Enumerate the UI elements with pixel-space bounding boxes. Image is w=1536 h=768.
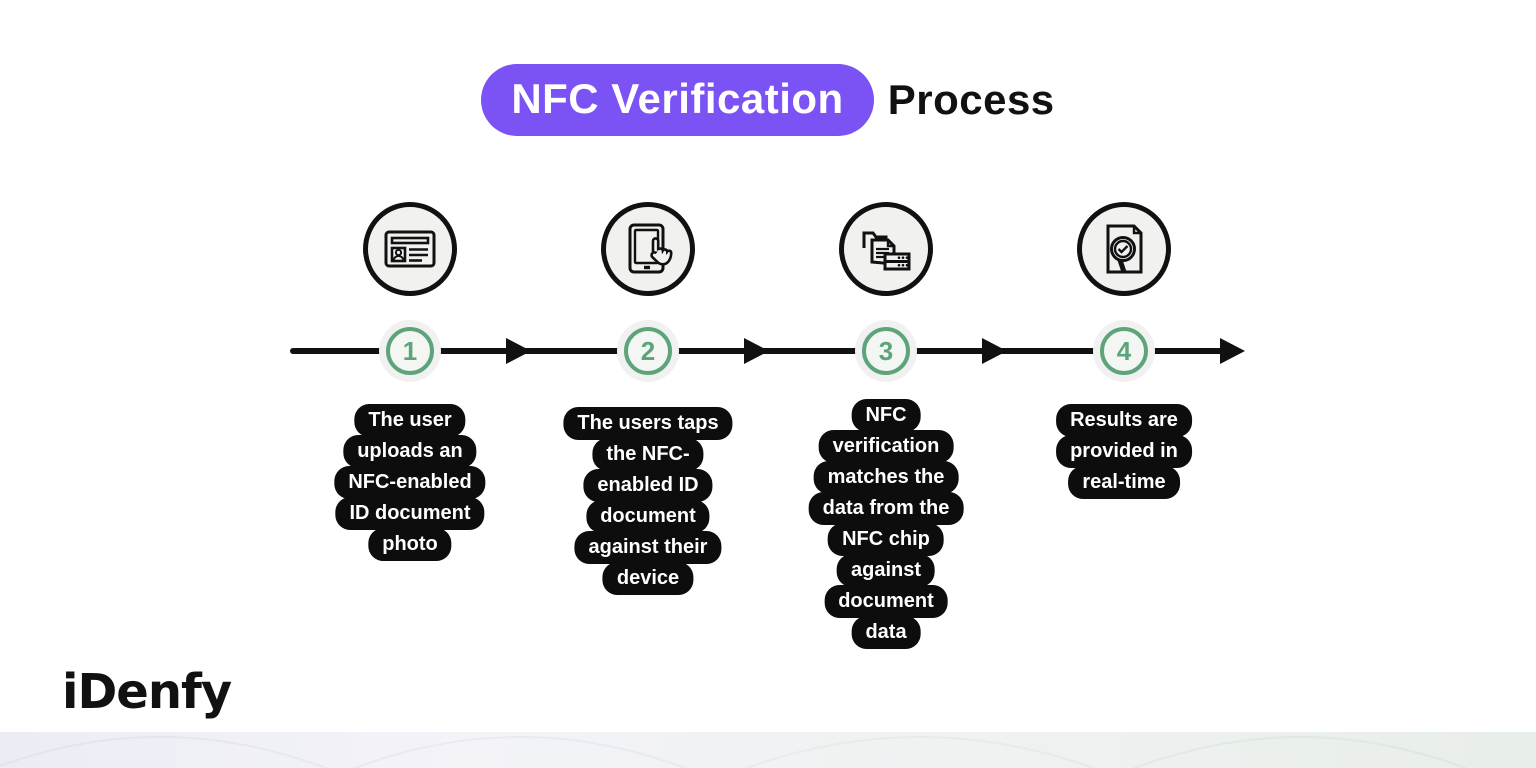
bottom-decorative-strip [0, 732, 1536, 768]
timeline-arrow-4 [1220, 338, 1245, 364]
bubble-line: NFC chip [828, 523, 944, 556]
step-3-icon-circle [839, 202, 933, 296]
timeline-arrow-3 [982, 338, 1007, 364]
step-2-number: 2 [624, 327, 672, 375]
step-3-description-bubble: NFC verification matches the data from t… [808, 399, 964, 649]
title-rest-text: Process [887, 76, 1055, 123]
step-4-number-badge: 4 [1093, 320, 1155, 382]
step-1-number: 1 [386, 327, 434, 375]
timeline-arrow-2 [744, 338, 769, 364]
bubble-line: photo [368, 528, 452, 561]
timeline-arrow-1 [506, 338, 531, 364]
bubble-line: The users taps [563, 407, 733, 440]
step-4-icon-circle [1077, 202, 1171, 296]
bubble-line: document [586, 500, 710, 533]
bubble-line: provided in [1056, 435, 1192, 468]
bubble-line: NFC [851, 399, 921, 432]
bubble-line: enabled ID [583, 469, 713, 502]
step-2-description-bubble: The users taps the NFC- enabled ID docum… [563, 407, 733, 595]
step-2-number-badge: 2 [617, 320, 679, 382]
decorative-curves [0, 736, 1468, 768]
bubble-line: Results are [1056, 404, 1192, 437]
bubble-line: The user [354, 404, 466, 437]
step-3-number-badge: 3 [855, 320, 917, 382]
page-title: NFC Verification Process [0, 64, 1536, 136]
bubble-line: uploads an [343, 435, 477, 468]
bubble-line: document [824, 585, 948, 618]
bubble-line: ID document [335, 497, 485, 530]
title-highlight-pill: NFC Verification [481, 64, 874, 136]
bubble-line: verification [818, 430, 954, 463]
bubble-line: data from the [808, 492, 964, 525]
data-match-icon [862, 231, 911, 271]
bubble-line: matches the [813, 461, 959, 494]
magnifier-check-icon [1106, 224, 1143, 274]
bubble-line: against their [574, 531, 722, 564]
bubble-line: NFC-enabled [334, 466, 486, 499]
bubble-line: real-time [1068, 466, 1180, 499]
step-2-icon-circle [601, 202, 695, 296]
idenfy-logo: iDenfy [62, 664, 232, 720]
step-3-number: 3 [862, 327, 910, 375]
step-1-icon-circle [363, 202, 457, 296]
bubble-line: device [602, 562, 694, 595]
bubble-line: data [851, 616, 921, 649]
bubble-line: against [836, 554, 936, 587]
step-4-description-bubble: Results are provided in real-time [1056, 404, 1192, 499]
step-1-description-bubble: The user uploads an NFC-enabled ID docum… [334, 404, 486, 561]
bubble-line: the NFC- [592, 438, 704, 471]
step-4-number: 4 [1100, 327, 1148, 375]
id-card-icon [384, 230, 436, 268]
step-1-number-badge: 1 [379, 320, 441, 382]
tablet-tap-icon [628, 223, 673, 274]
